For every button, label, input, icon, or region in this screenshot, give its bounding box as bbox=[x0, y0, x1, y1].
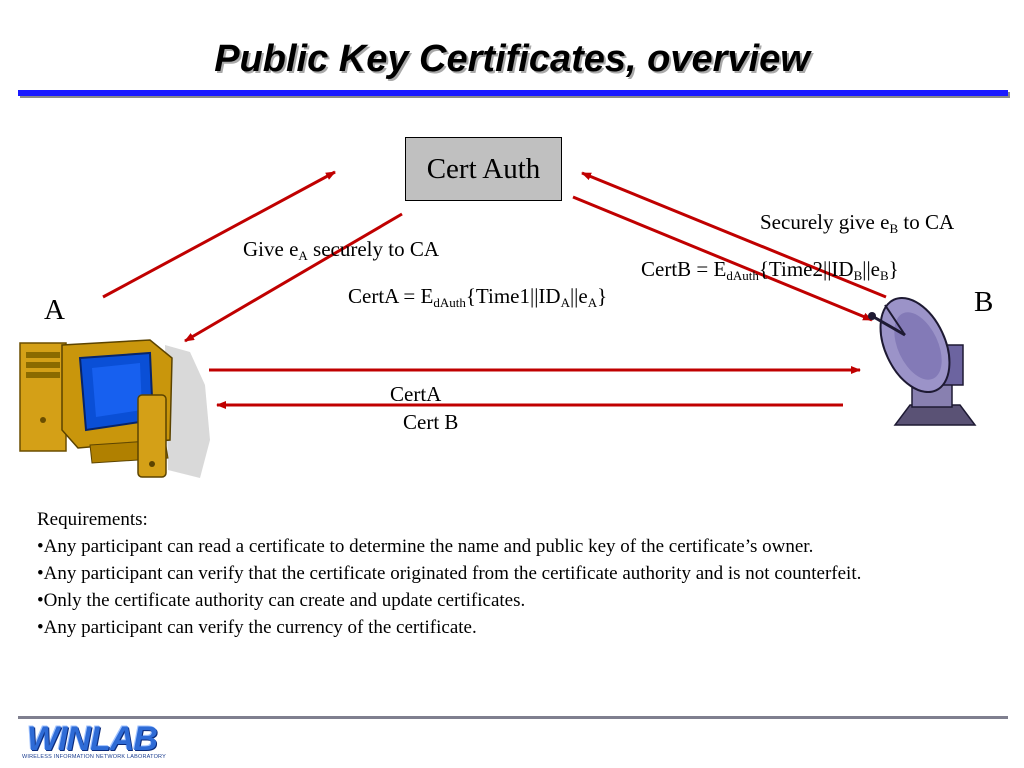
exchange-label-cert-a: CertA bbox=[390, 382, 442, 406]
requirements-block: Requirements: •Any participant can read … bbox=[37, 506, 967, 641]
requirement-item: •Any participant can verify that the cer… bbox=[37, 563, 862, 584]
footer-divider bbox=[18, 716, 1008, 719]
cert-auth-label: Cert Auth bbox=[426, 152, 541, 185]
exchange-label-cert-b: Cert B bbox=[403, 410, 459, 434]
cert-a-formula: CertA = EdAuth{Time1||IDA||eA} bbox=[348, 284, 608, 310]
arrows bbox=[102, 170, 887, 409]
cert-auth-box: Cert Auth bbox=[405, 137, 562, 201]
logo-name: WINLAB bbox=[27, 720, 158, 758]
slide-title: Public Key Certificates, overview bbox=[214, 38, 810, 80]
cert-b-formula: CertB = EdAuth{Time2||IDB||eB} bbox=[641, 257, 899, 283]
logo-tagline: WIRELESS INFORMATION NETWORK LABORATORY bbox=[22, 754, 166, 760]
requirements-heading: Requirements: bbox=[37, 509, 148, 530]
requirement-item: •Any participant can verify the currency… bbox=[37, 617, 477, 638]
arrow-b-to-ca bbox=[581, 171, 887, 299]
give-b-label: Securely give eB to CA bbox=[760, 210, 955, 236]
requirement-item: •Only the certificate authority can crea… bbox=[37, 590, 526, 611]
node-a-label: A bbox=[44, 294, 65, 326]
requirement-item: •Any participant can read a certificate … bbox=[37, 536, 814, 557]
title-divider bbox=[18, 90, 1008, 96]
satellite-dish-icon bbox=[868, 296, 977, 426]
computer-icon bbox=[19, 339, 210, 478]
winlab-logo: WINLAB WIRELESS INFORMATION NETWORK LABO… bbox=[16, 720, 168, 762]
give-a-label: Give eA securely to CA bbox=[243, 237, 440, 263]
node-b-label: B bbox=[974, 286, 994, 318]
arrow-ca-to-b bbox=[572, 195, 873, 322]
arrow-a-to-ca bbox=[102, 170, 336, 299]
arrow-ca-to-a bbox=[184, 212, 403, 343]
